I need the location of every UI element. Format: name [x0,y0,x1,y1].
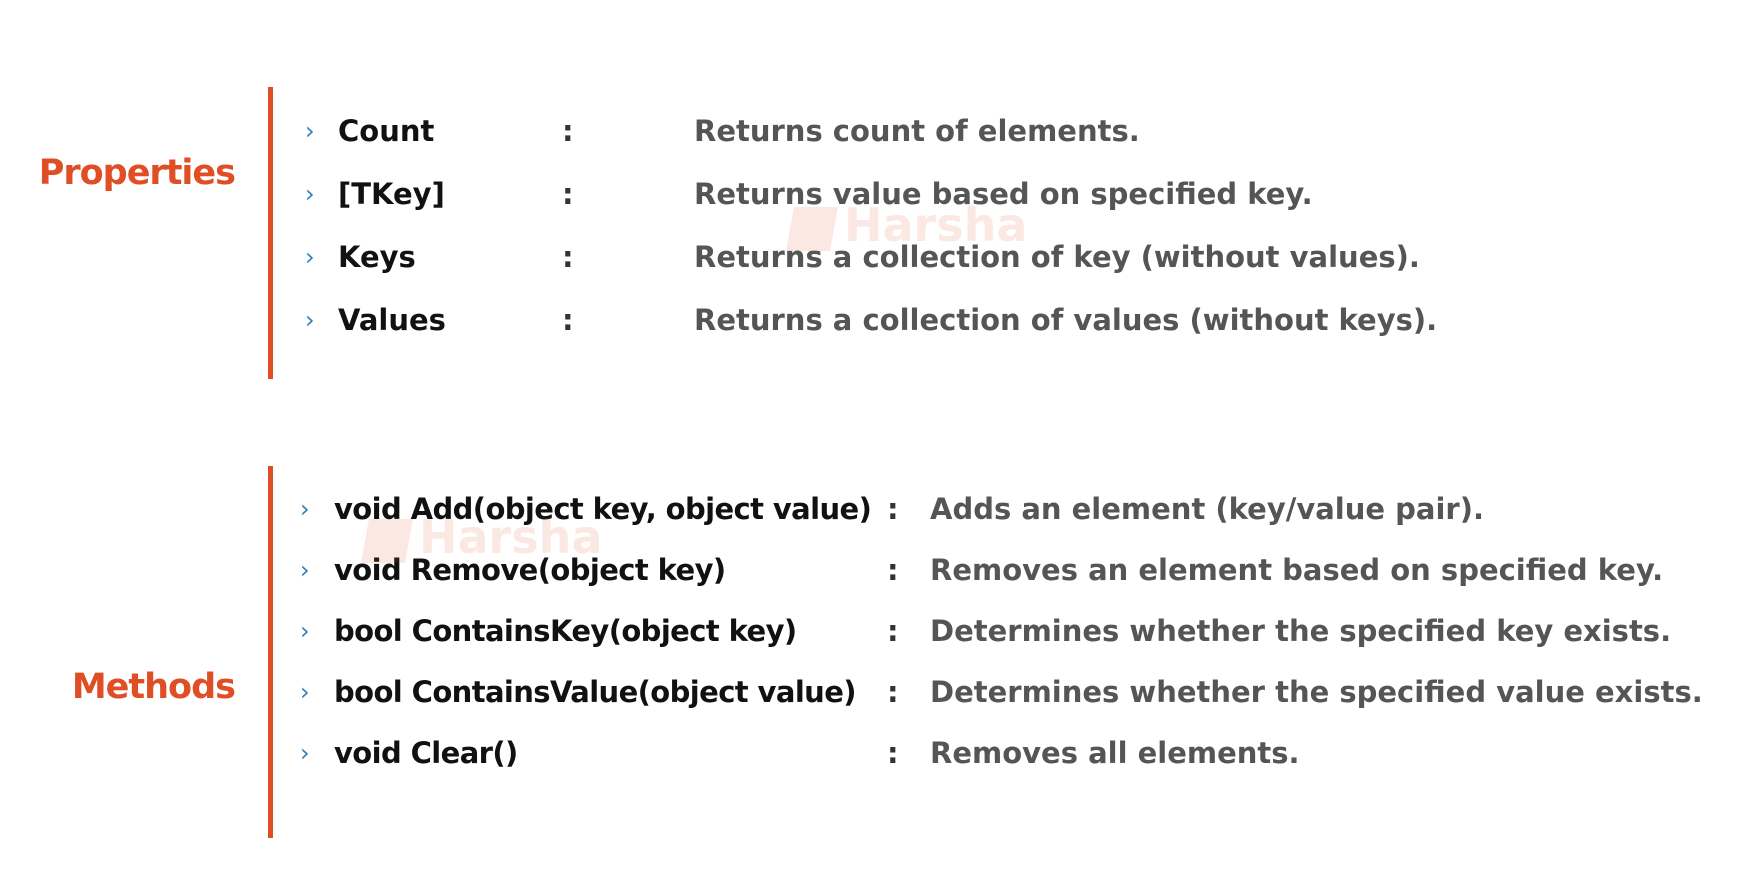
chevron-right-icon: › [300,739,310,767]
method-separator: : [887,675,899,709]
property-separator: : [562,114,574,148]
chevron-right-icon: › [305,180,315,208]
method-description: Determines whether the specified value e… [930,675,1703,709]
chevron-right-icon: › [300,617,310,645]
property-description: Returns a collection of key (without val… [694,240,1420,274]
method-description: Removes an element based on specified ke… [930,553,1664,587]
method-separator: : [887,614,899,648]
chevron-right-icon: › [305,117,315,145]
chevron-right-icon: › [300,678,310,706]
property-description: Returns value based on specified key. [694,177,1313,211]
method-signature: void Add(object key, object value) [334,492,872,526]
method-description: Determines whether the specified key exi… [930,614,1672,648]
methods-heading: Methods [71,667,236,707]
chevron-right-icon: › [300,495,310,523]
property-term: Keys [338,240,416,274]
chevron-right-icon: › [305,243,315,271]
method-separator: : [887,492,899,526]
properties-divider-bar [268,87,273,379]
property-term: [TKey] [338,177,445,211]
method-signature: void Remove(object key) [334,553,726,587]
property-description: Returns count of elements. [694,114,1140,148]
property-description: Returns a collection of values (without … [694,303,1438,337]
method-signature: bool ContainsKey(object key) [334,614,797,648]
method-separator: : [887,553,899,587]
method-signature: bool ContainsValue(object value) [334,675,857,709]
chevron-right-icon: › [300,556,310,584]
chevron-right-icon: › [305,306,315,334]
property-separator: : [562,177,574,211]
property-separator: : [562,240,574,274]
property-term: Count [338,114,435,148]
properties-heading: Properties [38,153,236,193]
method-separator: : [887,736,899,770]
property-term: Values [338,303,446,337]
property-separator: : [562,303,574,337]
method-description: Adds an element (key/value pair). [930,492,1484,526]
method-description: Removes all elements. [930,736,1300,770]
methods-divider-bar [268,466,273,838]
method-signature: void Clear() [334,736,518,770]
